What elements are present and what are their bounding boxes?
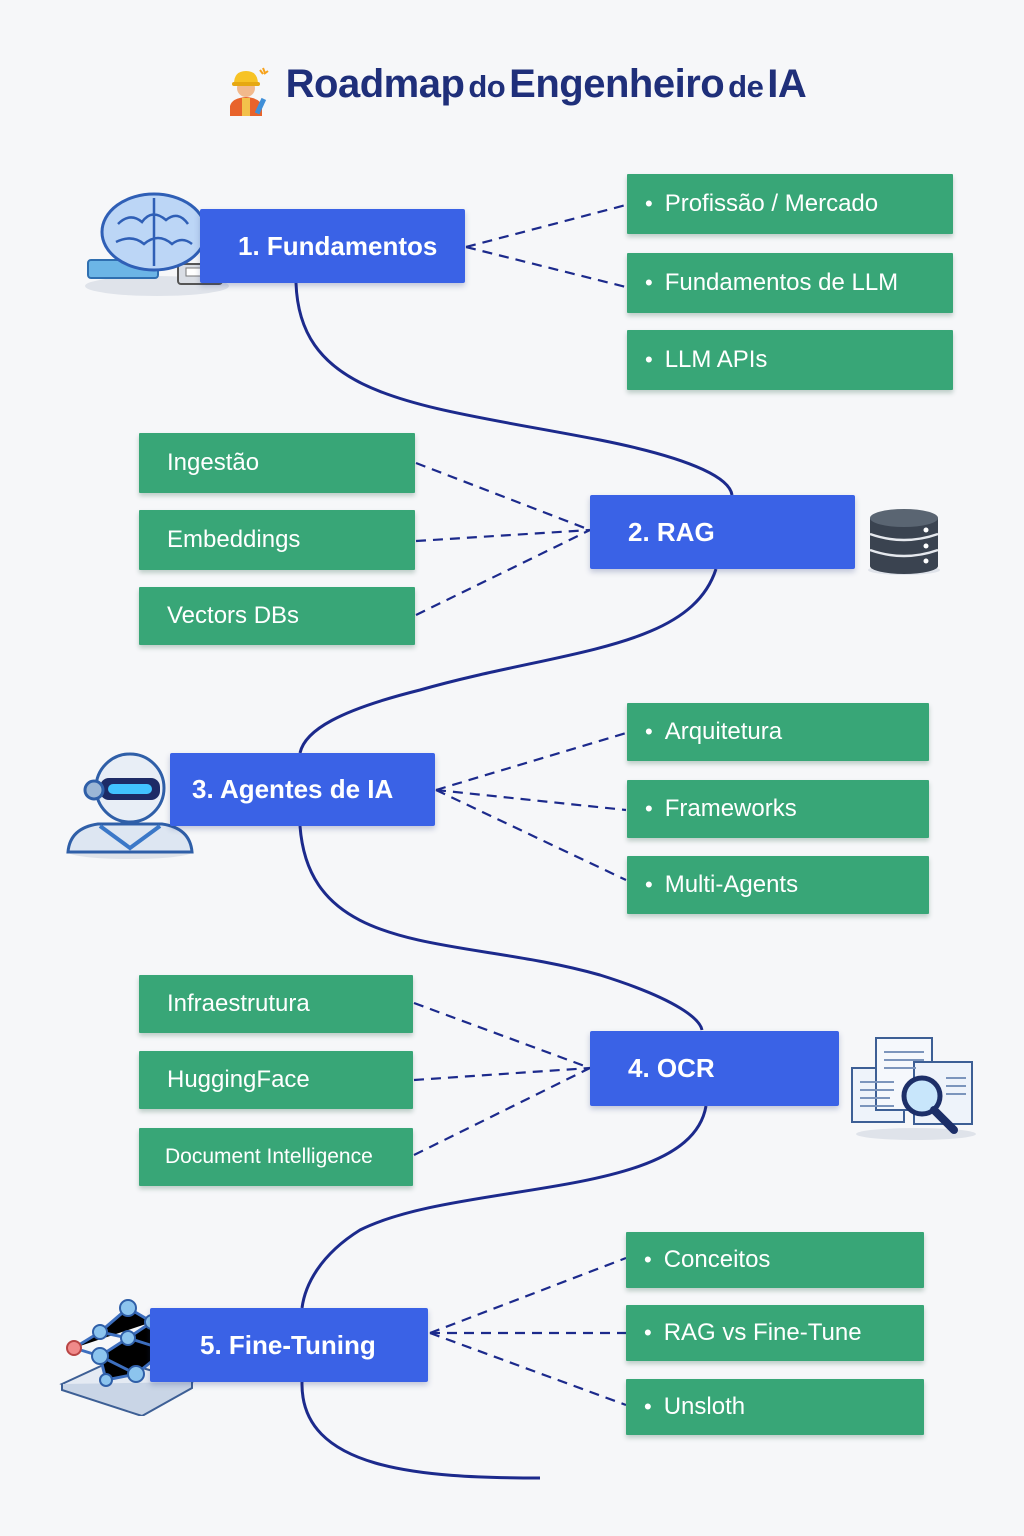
dashed-connectors	[413, 203, 627, 1407]
page-title: Roadmap do Engenheiro de IA	[0, 62, 1024, 123]
title-word-3: Engenheiro	[509, 62, 725, 106]
topic-vectors-dbs[interactable]: Vectors DBs	[139, 587, 415, 645]
topic-fundamentos-llm[interactable]: Fundamentos de LLM	[627, 253, 953, 313]
stage-3-agentes[interactable]: 3. Agentes de IA	[170, 753, 435, 826]
main-path	[294, 282, 734, 1480]
construction-worker-icon	[218, 62, 274, 123]
title-word-5: IA	[767, 62, 807, 106]
document-search-icon	[846, 1034, 978, 1147]
topic-infraestrutura[interactable]: Infraestrutura	[139, 975, 413, 1033]
title-word-4: de	[728, 69, 764, 104]
topic-frameworks[interactable]: Frameworks	[627, 780, 929, 838]
topic-unsloth[interactable]: Unsloth	[626, 1379, 924, 1435]
title-word-1: Roadmap	[285, 62, 465, 106]
topic-rag-vs-fine-tune[interactable]: RAG vs Fine-Tune	[626, 1305, 924, 1361]
stage-2-rag[interactable]: 2. RAG	[590, 495, 855, 569]
topic-conceitos[interactable]: Conceitos	[626, 1232, 924, 1288]
topic-llm-apis[interactable]: LLM APIs	[627, 330, 953, 390]
topic-document-intelligence[interactable]: Document Intelligence	[139, 1128, 413, 1186]
topic-embeddings[interactable]: Embeddings	[139, 510, 415, 570]
topic-multi-agents[interactable]: Multi-Agents	[627, 856, 929, 914]
topic-profissao-mercado[interactable]: Profissão / Mercado	[627, 174, 953, 234]
robot-icon	[60, 748, 200, 865]
brain-icon	[82, 186, 232, 306]
stage-5-fine-tuning[interactable]: 5. Fine-Tuning	[150, 1308, 428, 1382]
topic-huggingface[interactable]: HuggingFace	[139, 1051, 413, 1109]
stage-4-ocr[interactable]: 4. OCR	[590, 1031, 839, 1106]
title-word-2: do	[468, 69, 506, 104]
database-icon	[864, 504, 944, 581]
topic-ingestao[interactable]: Ingestão	[139, 433, 415, 493]
topic-arquitetura[interactable]: Arquitetura	[627, 703, 929, 761]
stage-1-fundamentos[interactable]: 1. Fundamentos	[200, 209, 465, 283]
